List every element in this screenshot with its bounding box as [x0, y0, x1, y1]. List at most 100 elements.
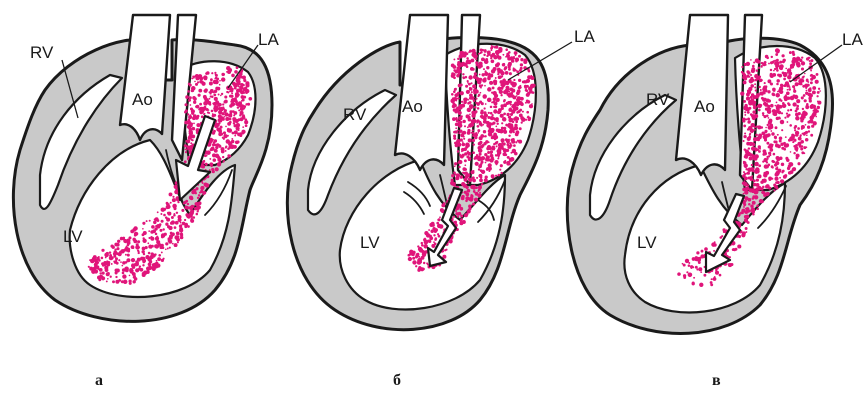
jet-dot — [515, 116, 518, 119]
jet-dot — [221, 73, 224, 76]
jet-dot — [214, 111, 216, 113]
jet-dot — [190, 135, 192, 137]
jet-dot — [715, 271, 719, 275]
jet-dot — [751, 164, 753, 166]
jet-dot — [189, 196, 193, 200]
jet-dot — [776, 102, 778, 104]
jet-dot — [186, 149, 188, 151]
jet-dot — [212, 102, 214, 104]
jet-dot — [700, 271, 702, 273]
jet-dot — [774, 60, 776, 62]
jet-dot — [493, 55, 497, 59]
jet-dot — [209, 82, 213, 86]
jet-dot — [127, 244, 130, 247]
jet-dot — [142, 264, 144, 266]
jet-dot — [457, 92, 459, 94]
jet-dot — [475, 76, 477, 78]
jet-dot — [493, 80, 497, 84]
jet-dot — [520, 63, 523, 66]
jet-dot — [186, 206, 190, 210]
jet-dot — [512, 95, 516, 99]
jet-dot — [484, 114, 488, 118]
jet-dot — [189, 96, 192, 99]
jet-dot — [781, 163, 784, 166]
jet-dot — [714, 276, 716, 278]
jet-dot — [473, 190, 476, 193]
jet-dot — [518, 140, 522, 144]
jet-dot — [761, 65, 763, 67]
jet-dot — [177, 201, 179, 203]
jet-dot — [806, 79, 809, 82]
jet-dot — [484, 70, 486, 72]
jet-dot — [753, 61, 755, 63]
jet-dot — [125, 261, 128, 264]
jet-dot — [115, 276, 117, 278]
jet-dot — [758, 75, 761, 78]
jet-dot — [696, 251, 699, 254]
jet-dot — [790, 109, 792, 111]
jet-dot — [235, 92, 239, 96]
jet-dot — [500, 114, 504, 118]
jet-dot — [767, 90, 770, 93]
jet-dot — [502, 142, 505, 145]
jet-dot — [472, 96, 474, 98]
jet-dot — [524, 58, 528, 62]
jet-dot — [501, 82, 505, 86]
jet-dot — [163, 228, 165, 230]
jet-dot — [744, 111, 746, 113]
jet-dot — [787, 89, 789, 91]
jet-dot — [752, 201, 756, 205]
jet-dot — [231, 110, 233, 112]
jet-dot — [786, 112, 788, 114]
jet-dot — [236, 88, 240, 92]
jet-dot — [506, 86, 510, 90]
jet-dot — [198, 194, 200, 196]
jet-dot — [219, 103, 222, 106]
jet-dot — [504, 153, 507, 156]
jet-dot — [770, 69, 772, 71]
jet-dot — [204, 88, 208, 92]
jet-dot — [240, 107, 244, 111]
jet-dot — [744, 164, 748, 168]
jet-dot — [792, 141, 794, 143]
jet-dot — [772, 88, 776, 92]
jet-dot — [473, 143, 475, 145]
jet-dot — [735, 248, 738, 251]
jet-dot — [169, 234, 173, 238]
jet-dot — [747, 184, 749, 186]
jet-dot — [781, 112, 783, 114]
jet-dot — [455, 173, 457, 175]
jet-dot — [246, 84, 250, 88]
jet-dot — [511, 128, 515, 132]
jet-dot — [433, 234, 435, 236]
jet-dot — [106, 280, 108, 282]
jet-dot — [807, 92, 811, 96]
jet-dot — [780, 84, 783, 87]
jet-dot — [441, 203, 445, 207]
jet-dot — [209, 103, 211, 105]
jet-dot — [785, 175, 787, 177]
jet-dot — [187, 119, 189, 121]
jet-dot — [464, 191, 467, 194]
jet-dot — [451, 174, 454, 177]
jet-dot — [801, 125, 805, 129]
jet-dot — [185, 109, 188, 112]
jet-dot — [225, 146, 227, 148]
jet-dot — [489, 116, 491, 118]
jet-dot — [427, 263, 429, 265]
jet-dot — [96, 265, 100, 269]
jet-dot — [747, 90, 751, 94]
jet-dot — [525, 81, 527, 83]
jet-dot — [229, 104, 232, 107]
jet-dot — [464, 164, 466, 166]
label-ao: Ao — [132, 90, 153, 109]
jet-dot — [479, 121, 481, 123]
jet-dot — [478, 168, 480, 170]
jet-dot — [474, 72, 477, 75]
jet-dot — [480, 124, 483, 127]
jet-dot — [190, 142, 192, 144]
jet-dot — [231, 145, 233, 147]
jet-dot — [766, 142, 769, 145]
jet-dot — [203, 113, 205, 115]
jet-dot — [242, 126, 244, 128]
